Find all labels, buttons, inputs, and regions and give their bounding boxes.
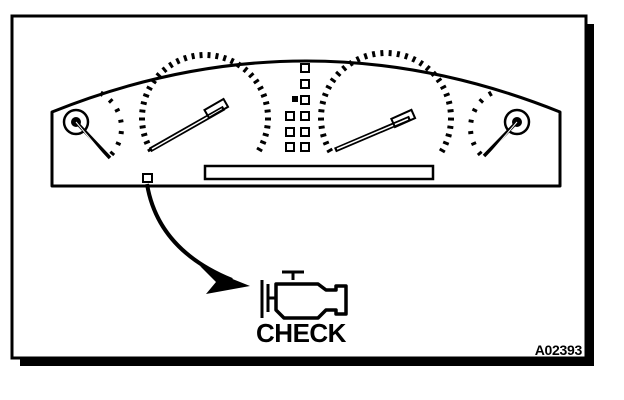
- speedometer-tick: [262, 132, 270, 138]
- gauge-tick: [468, 130, 474, 135]
- speedometer-tick: [140, 132, 148, 138]
- tachometer-tick: [447, 108, 454, 113]
- tachometer-tick: [355, 55, 361, 63]
- speedometer-tick: [242, 66, 249, 74]
- tachometer-tick: [321, 92, 329, 98]
- speedometer-tick: [236, 61, 242, 69]
- tachometer-tick: [430, 70, 437, 78]
- tachometer-tick: [329, 77, 337, 84]
- cluster-housing: [50, 59, 562, 188]
- tachometer-tick: [424, 64, 431, 72]
- tachometer-tick: [418, 59, 425, 67]
- speedometer-tick: [264, 109, 271, 113]
- gauge-tick: [118, 119, 124, 124]
- speedometer-tick: [191, 52, 196, 60]
- tachometer-tick: [435, 77, 443, 84]
- speedometer-tick: [140, 100, 148, 106]
- tachometer-tick: [341, 64, 348, 72]
- tachometer-tick: [439, 84, 447, 91]
- speedometer-tick: [248, 72, 255, 79]
- tachometer-gauge: [317, 50, 455, 154]
- speedometer-tick: [214, 52, 219, 60]
- tachometer-tick: [347, 59, 354, 67]
- figure-code: A02393: [534, 342, 583, 358]
- gauge-tick: [109, 150, 116, 157]
- speedometer-tick: [139, 125, 146, 129]
- tachometer-tick: [320, 133, 327, 138]
- speedometer-tick: [256, 146, 263, 153]
- gauge-tick: [487, 90, 493, 97]
- gauge-tick: [114, 107, 121, 113]
- gauge-tick: [478, 98, 485, 104]
- tachometer-tick: [442, 140, 450, 146]
- speedometer-tick: [168, 61, 174, 69]
- gauge-tick: [99, 90, 105, 97]
- tachometer-tick: [322, 140, 330, 146]
- check-label: CHECK: [256, 318, 346, 348]
- speedometer-tick: [155, 72, 162, 79]
- tachometer-tick: [447, 125, 454, 130]
- speedometer-gauge: [138, 52, 272, 153]
- tachometer-tick: [371, 50, 376, 58]
- tachometer-tick: [326, 147, 334, 154]
- speedometer-tick: [253, 78, 260, 85]
- speedometer-tick: [262, 100, 270, 106]
- speedometer-tick: [257, 85, 264, 91]
- tachometer-tick: [396, 50, 401, 58]
- speedometer-tick: [142, 93, 150, 98]
- speedometer-tick: [259, 139, 267, 145]
- speedometer-tick: [229, 57, 235, 65]
- gauge-tick: [470, 141, 477, 147]
- tachometer-tick: [445, 100, 453, 105]
- speedometer-tick: [143, 139, 151, 145]
- gauge-tick: [471, 107, 478, 113]
- tachometer-tick: [403, 52, 409, 60]
- left-small-gauge: [62, 90, 124, 161]
- tachometer-tick: [411, 55, 417, 63]
- speedometer-tick: [222, 54, 228, 62]
- gauge-tick: [115, 141, 122, 147]
- speedometer-tick: [264, 125, 271, 129]
- gauge-tick: [118, 130, 124, 135]
- callout-arrow-head: [200, 266, 250, 294]
- speedometer-tick: [146, 85, 153, 91]
- speedometer-tick: [182, 54, 188, 62]
- odometer-display: [203, 164, 435, 181]
- tachometer-tick: [363, 52, 369, 60]
- engine-icon: [260, 270, 348, 320]
- gauge-tick: [468, 119, 474, 124]
- tachometer-tick: [335, 70, 342, 78]
- speedometer-tick: [260, 93, 268, 98]
- speedometer-tick: [150, 78, 157, 85]
- check-engine-lamp-location: [142, 173, 153, 183]
- tachometer-tick: [445, 133, 452, 138]
- gauge-tick: [107, 98, 114, 104]
- gauge-tick: [476, 150, 483, 157]
- tachometer-tick: [438, 147, 446, 154]
- speedometer-tick: [161, 66, 168, 74]
- tachometer-tick: [319, 100, 327, 105]
- speedometer-tick: [139, 109, 146, 113]
- tachometer-tick: [318, 125, 325, 130]
- tachometer-tick: [325, 84, 333, 91]
- speedometer-tick: [175, 57, 181, 65]
- tachometer-tick: [318, 108, 325, 113]
- tachometer-tick: [443, 92, 451, 98]
- right-small-gauge: [468, 90, 531, 159]
- center-indicators: [285, 63, 310, 152]
